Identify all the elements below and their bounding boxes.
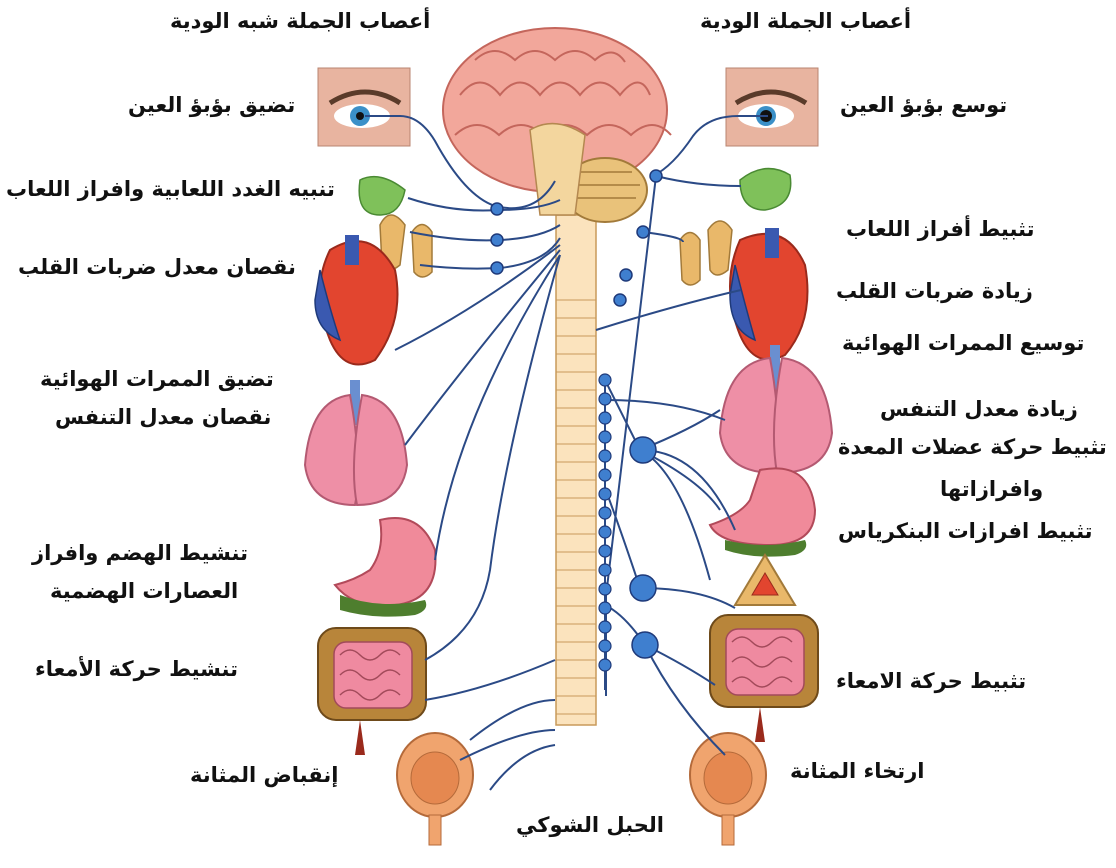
label-bladder-contract: إنقباض المثانة <box>190 762 338 788</box>
chain-ganglion <box>599 374 611 386</box>
spinal-cord <box>556 215 596 725</box>
label-digest-line2: العصارات الهضمية <box>50 578 238 604</box>
heart-right <box>730 228 808 360</box>
chain-ganglion <box>599 621 611 633</box>
chain-ganglion <box>599 507 611 519</box>
chain-ganglion <box>599 583 611 595</box>
right-eye <box>726 68 818 146</box>
label-heart-increase: زيادة ضربات القلب <box>836 278 1033 304</box>
label-pupil-constrict: تضيق بؤبؤ العين <box>128 92 295 118</box>
intestine-right <box>710 615 818 742</box>
label-digest-line1: تنشيط الهضم وافراز <box>32 540 248 566</box>
label-saliva-stimulate: تنبيه الغدد اللعابية وافراز اللعاب <box>6 176 335 202</box>
lungs-right <box>720 345 832 473</box>
chain-ganglion <box>599 564 611 576</box>
chain-ganglion <box>599 450 611 462</box>
label-heart-decrease: نقصان معدل ضربات القلب <box>18 254 296 280</box>
label-pancreas-inhibit: تثبيط افرازات البنكرياس <box>838 518 1093 544</box>
parasympathetic-ganglia <box>491 203 503 274</box>
label-airway-widen: توسيع الممرات الهوائية <box>842 330 1084 356</box>
label-airway-narrow: تضيق الممرات الهوائية <box>40 366 274 392</box>
brain <box>443 28 671 222</box>
label-intestine-activate: تنشيط حركة الأمعاء <box>35 656 238 682</box>
chain-ganglion <box>599 431 611 443</box>
label-breath-increase: زيادة معدل التنفس <box>880 396 1078 422</box>
label-stomach-line1: تثبيط حركة عضلات المعدة <box>838 434 1107 460</box>
header-parasympathetic: أعصاب الجملة شبه الودية <box>170 8 430 34</box>
chain-ganglion <box>599 526 611 538</box>
label-bladder-relax: ارتخاء المثانة <box>790 758 924 784</box>
heart-left <box>315 235 398 365</box>
chain-ganglion <box>599 659 611 671</box>
header-sympathetic: أعصاب الجملة الودية <box>700 8 911 34</box>
lungs-left <box>305 380 407 505</box>
label-stomach-line2: وافرازاتها <box>940 476 1043 502</box>
label-spinal-cord: الحبل الشوكي <box>516 812 664 838</box>
bladder-right <box>690 733 766 845</box>
chain-ganglion <box>599 640 611 652</box>
bladder-left <box>397 733 473 845</box>
intestine-left <box>318 628 426 755</box>
pancreas <box>735 555 795 605</box>
chain-ganglion <box>599 469 611 481</box>
label-saliva-inhibit: تثبيط أفراز اللعاب <box>846 216 1035 242</box>
label-intestine-inhibit: تثبيط حركة الامعاء <box>836 668 1026 694</box>
chain-ganglion <box>599 393 611 405</box>
chain-ganglion <box>599 488 611 500</box>
label-breath-decrease: نقصان معدل التنفس <box>55 404 271 430</box>
chain-ganglion <box>599 545 611 557</box>
chain-ganglion <box>599 412 611 424</box>
chain-ganglion <box>599 602 611 614</box>
label-pupil-dilate: توسع بؤبؤ العين <box>840 92 1007 118</box>
left-eye <box>318 68 410 146</box>
stomach-left <box>335 518 436 617</box>
